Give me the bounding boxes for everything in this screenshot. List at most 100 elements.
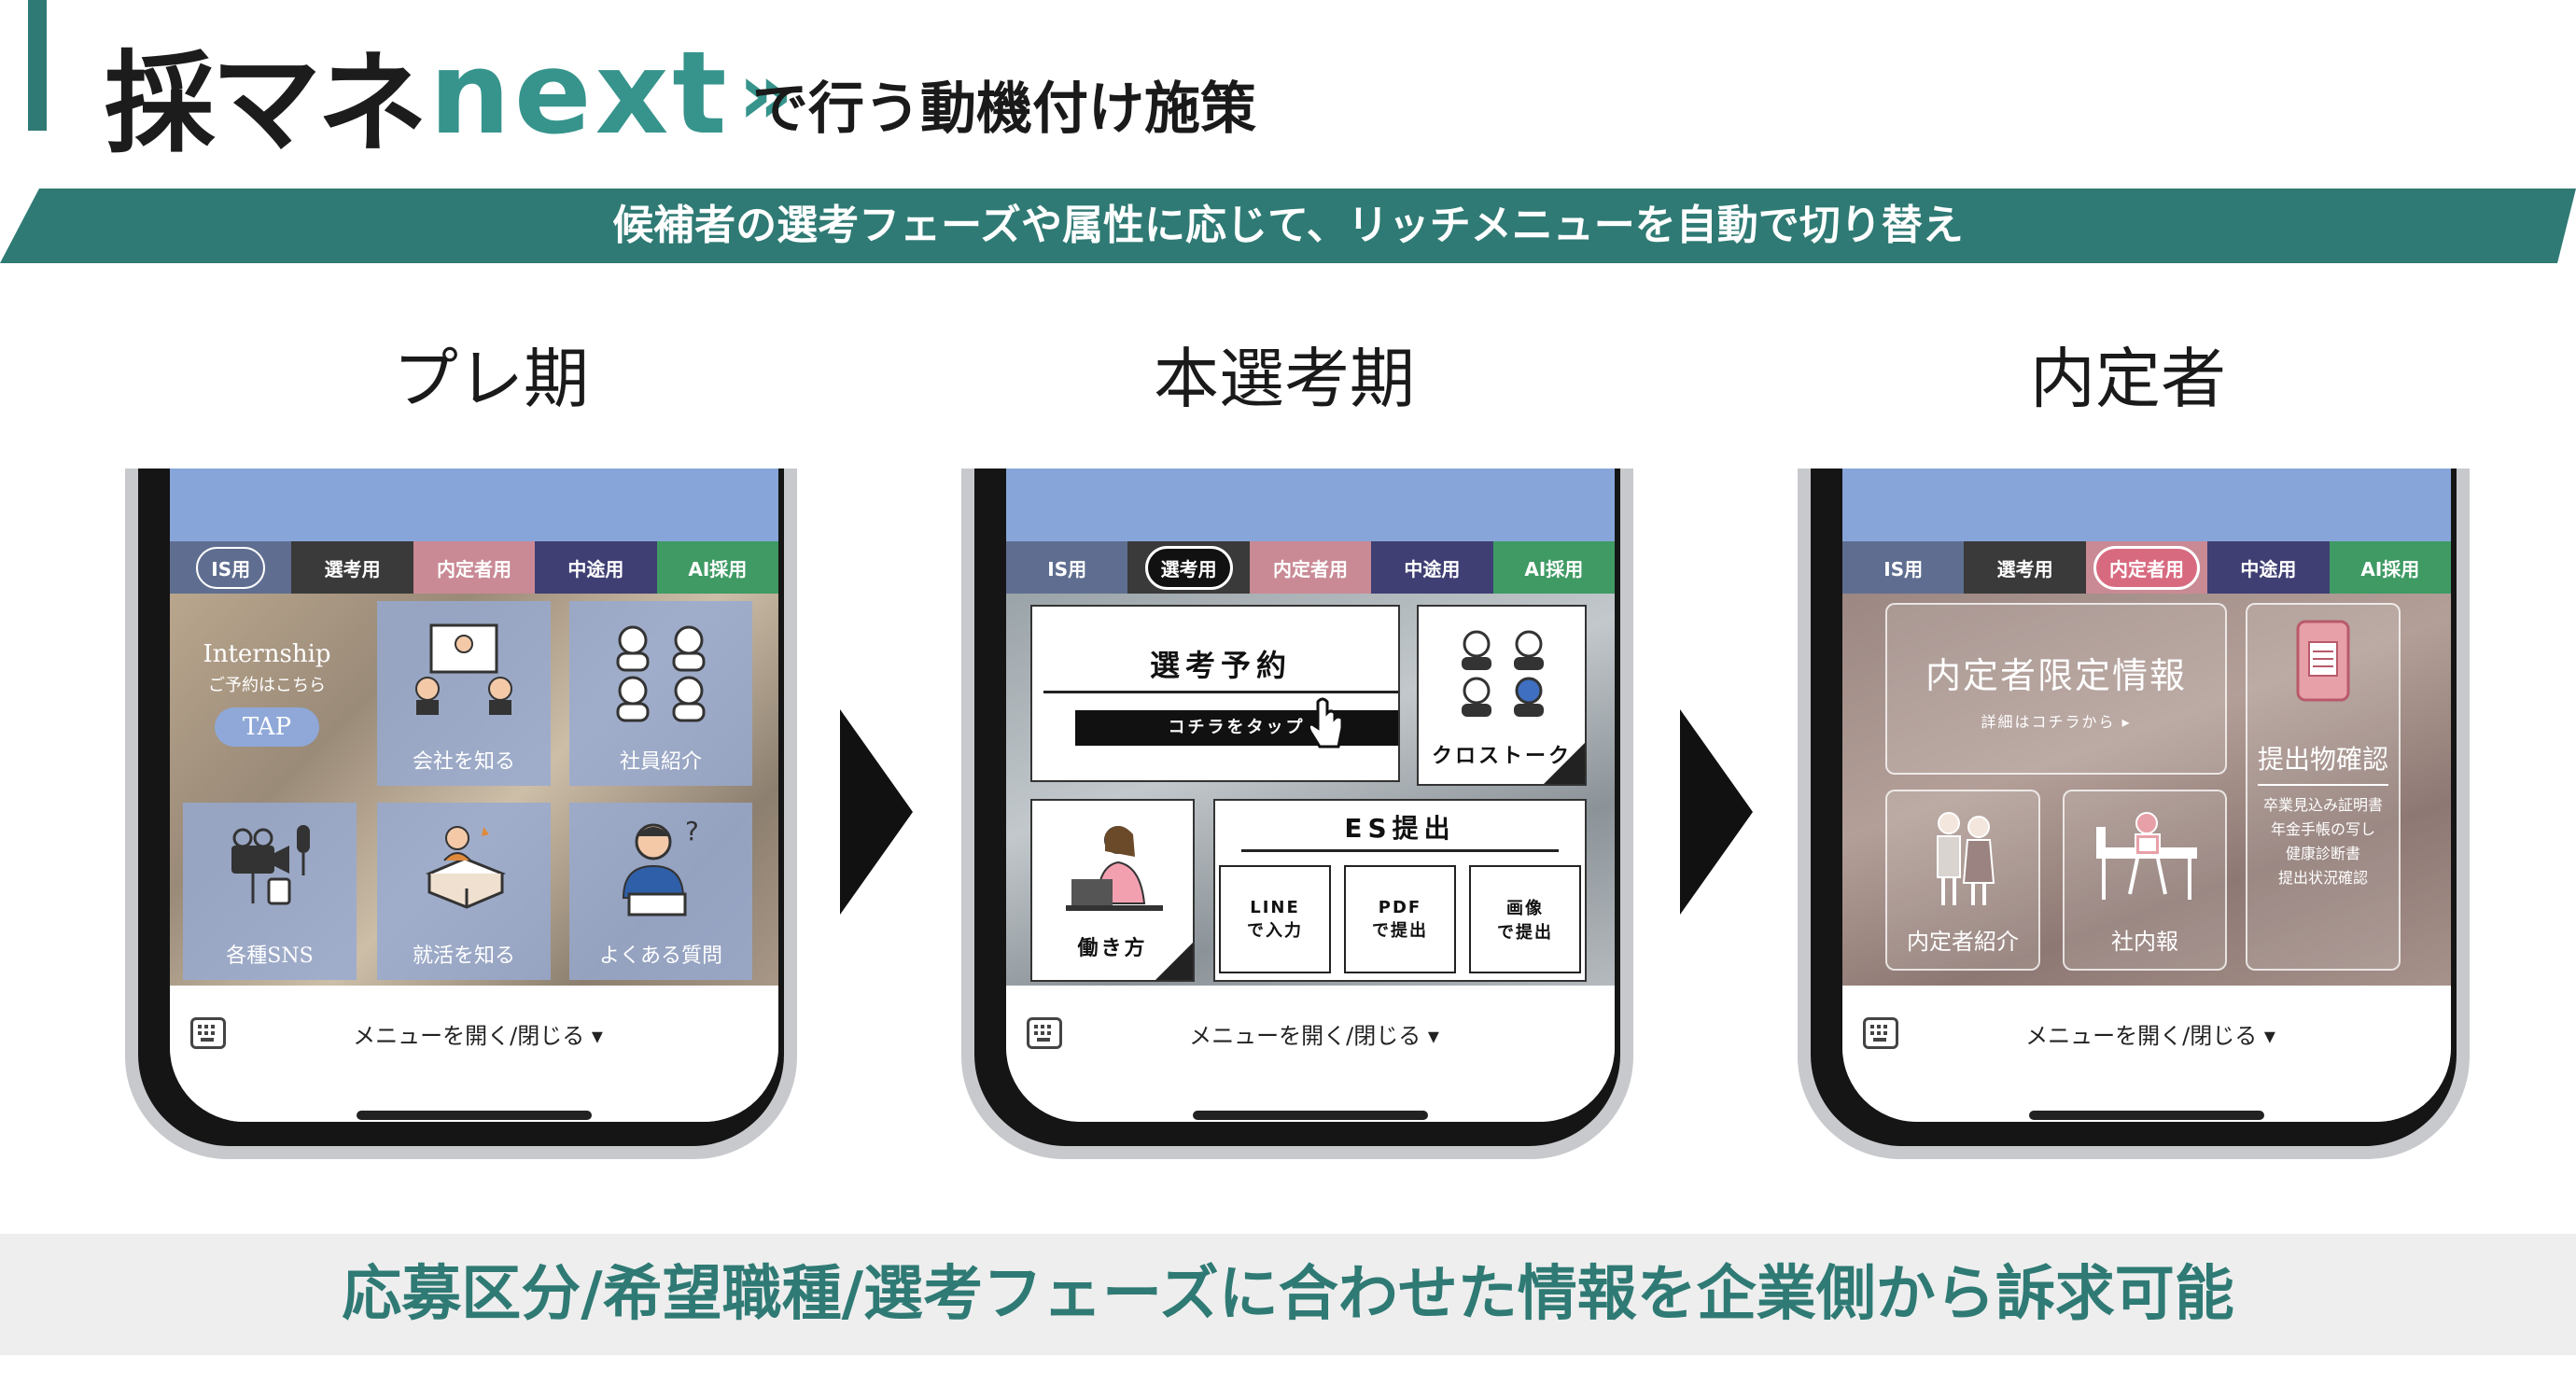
menu-toggle-label[interactable]: メニューを開く/閉じる ▾ bbox=[2025, 1023, 2275, 1049]
submissions-button[interactable]: 提出物確認 卒業見込み証明書 年金手帳の写し 健康診断書 提出状況確認 bbox=[2246, 603, 2401, 971]
faq-button[interactable]: ? よくある質問 bbox=[569, 803, 752, 980]
internship-button[interactable]: Internship ご予約はこちら TAP bbox=[174, 597, 360, 790]
tab-midcareer[interactable]: 中途用 bbox=[2207, 541, 2330, 594]
sub-item: 健康診断書 bbox=[2285, 845, 2360, 862]
tab-offer[interactable]: 内定者用 bbox=[2085, 541, 2208, 594]
tab-midcareer[interactable]: 中途用 bbox=[1371, 541, 1493, 594]
jobhunt-button[interactable]: 就活を知る bbox=[377, 803, 551, 980]
menu-toggle-label[interactable]: メニューを開く/閉じる ▾ bbox=[1189, 1023, 1439, 1049]
reading-on-bench-icon bbox=[2096, 812, 2197, 900]
keyboard-icon[interactable] bbox=[1863, 1017, 1898, 1049]
check-corner bbox=[1155, 943, 1193, 980]
stage-label-main: 本選考期 bbox=[1154, 341, 1415, 417]
tab-is[interactable]: IS用 bbox=[1842, 541, 1965, 594]
menu-toggle-bar[interactable]: メニューを開く/閉じる ▾ bbox=[1006, 986, 1615, 1122]
es-image-button[interactable]: 画像で提出 bbox=[1469, 865, 1581, 973]
tab-is[interactable]: IS用 bbox=[1006, 541, 1128, 594]
screen-header bbox=[170, 469, 778, 541]
reserve-text: ご予約はこちら bbox=[208, 676, 326, 695]
tab-offer[interactable]: 内定者用 bbox=[413, 541, 536, 594]
header-accent-bar bbox=[28, 0, 47, 131]
internship-text: Internship bbox=[203, 640, 331, 668]
tab-selection[interactable]: 選考用 bbox=[1964, 541, 2086, 594]
phone-screen: IS用 選考用 内定者用 中途用 AI採用 Internship ご予約はこちら… bbox=[170, 469, 778, 1122]
tab-selection[interactable]: 選考用 bbox=[291, 541, 413, 594]
staff-button[interactable]: 社員紹介 bbox=[569, 601, 752, 786]
es-title: ES提出 bbox=[1241, 808, 1559, 852]
tap-here-bar: コチラをタップ bbox=[1075, 709, 1398, 746]
home-indicator bbox=[357, 1111, 592, 1120]
menu-tabs: IS用 選考用 内定者用 中途用 AI採用 bbox=[1842, 541, 2451, 594]
sub-item: 提出状況確認 bbox=[2277, 869, 2368, 887]
limited-info-button[interactable]: 内定者限定情報 詳細はコチラから ▸ bbox=[1885, 603, 2227, 775]
four-people-icon bbox=[1462, 630, 1544, 717]
books-reading-icon bbox=[426, 826, 506, 909]
logo: 採マネ next » bbox=[105, 27, 793, 168]
reservation-title: 選考予約 bbox=[1043, 642, 1398, 693]
keyboard-icon[interactable] bbox=[1027, 1017, 1062, 1049]
company-button[interactable]: 会社を知る bbox=[377, 601, 551, 786]
thinking-person-icon: ? bbox=[622, 816, 699, 916]
tab-midcareer[interactable]: 中途用 bbox=[535, 541, 657, 594]
arrow-right-icon bbox=[1680, 709, 1753, 915]
tab-ai[interactable]: AI採用 bbox=[2329, 541, 2451, 594]
newsletter-button[interactable]: 社内報 bbox=[2063, 790, 2227, 971]
banner-text: 候補者の選考フェーズや属性に応じて、リッチメニューを自動で切り替え bbox=[612, 202, 1964, 249]
pointing-hand-icon bbox=[1307, 697, 1344, 748]
workstyle-button[interactable]: 働き方 bbox=[1030, 799, 1195, 982]
intro-button[interactable]: 内定者紹介 bbox=[1885, 790, 2040, 971]
sns-button[interactable]: 各種SNS bbox=[183, 803, 357, 980]
screen-header bbox=[1006, 469, 1615, 541]
sub-item: 卒業見込み証明書 bbox=[2262, 796, 2383, 814]
tab-ai[interactable]: AI採用 bbox=[1492, 541, 1615, 594]
logo-next: next bbox=[429, 27, 731, 160]
rich-menu: 内定者限定情報 詳細はコチラから ▸ 提出物確認 卒業見込み証明書 年金手帳の写… bbox=[1842, 594, 2451, 986]
stage-label-offer: 内定者 bbox=[2030, 341, 2226, 417]
sub-item: 年金手帳の写し bbox=[2270, 820, 2375, 838]
limited-info-title: 内定者限定情報 bbox=[1925, 654, 2187, 696]
phone-offer: IS用 選考用 内定者用 中途用 AI採用 内定者限定情報 詳細はコチラから ▸ bbox=[1798, 469, 2470, 1159]
menu-toggle-bar[interactable]: メニューを開く/閉じる ▾ bbox=[170, 986, 778, 1122]
tab-offer[interactable]: 内定者用 bbox=[1249, 541, 1372, 594]
phone-main: IS用 選考用 内定者用 中途用 AI採用 選考予約 コチラをタップ bbox=[961, 469, 1633, 1159]
menu-tabs: IS用 選考用 内定者用 中途用 AI採用 bbox=[1006, 541, 1615, 594]
svg-text:?: ? bbox=[685, 816, 699, 846]
reservation-button[interactable]: 選考予約 コチラをタップ bbox=[1030, 605, 1400, 782]
logo-kanji: 採マネ bbox=[105, 38, 427, 168]
phone-pre: IS用 選考用 内定者用 中途用 AI採用 Internship ご予約はこちら… bbox=[125, 469, 797, 1159]
staff-people-icon bbox=[616, 625, 706, 722]
phone-bezel: IS用 選考用 内定者用 中途用 AI採用 内定者限定情報 詳細はコチラから ▸ bbox=[1811, 469, 2457, 1146]
home-indicator bbox=[1193, 1111, 1428, 1120]
phone-bezel: IS用 選考用 内定者用 中途用 AI採用 選考予約 コチラをタップ bbox=[974, 469, 1620, 1146]
keyboard-icon[interactable] bbox=[190, 1017, 226, 1049]
footer-text: 応募区分/希望職種/選考フェーズに合わせた情報を企業側から訴求可能 bbox=[342, 1260, 2234, 1329]
menu-tabs: IS用 選考用 内定者用 中途用 AI採用 bbox=[170, 541, 778, 594]
rich-menu: Internship ご予約はこちら TAP 会社を知る bbox=[170, 594, 778, 986]
menu-toggle-bar[interactable]: メニューを開く/閉じる ▾ bbox=[1842, 986, 2451, 1122]
couple-icon bbox=[1937, 812, 1995, 905]
camera-icon bbox=[231, 825, 310, 905]
phone-screen: IS用 選考用 内定者用 中途用 AI採用 選考予約 コチラをタップ bbox=[1006, 469, 1615, 1122]
rich-menu: 選考予約 コチラをタップ bbox=[1006, 594, 1615, 986]
online-meeting-icon bbox=[415, 623, 512, 715]
home-indicator bbox=[2029, 1111, 2264, 1120]
tab-ai[interactable]: AI採用 bbox=[656, 541, 778, 594]
crosstalk-button[interactable]: クロストーク bbox=[1417, 605, 1587, 786]
tap-badge: TAP bbox=[214, 707, 320, 747]
arrow-right-icon bbox=[840, 709, 913, 915]
tab-is[interactable]: IS用 bbox=[170, 541, 292, 594]
footer-band bbox=[0, 1234, 2576, 1355]
page-title: で行う動機付け施策 bbox=[752, 77, 1256, 142]
phone-bezel: IS用 選考用 内定者用 中途用 AI採用 Internship ご予約はこちら… bbox=[138, 469, 784, 1146]
smartphone-document-icon bbox=[2296, 620, 2350, 702]
submissions-title: 提出物確認 bbox=[2258, 739, 2388, 786]
tab-selection[interactable]: 選考用 bbox=[1127, 541, 1250, 594]
menu-toggle-label[interactable]: メニューを開く/閉じる ▾ bbox=[353, 1023, 603, 1049]
check-corner bbox=[1544, 743, 1585, 784]
laptop-worker-icon bbox=[1066, 826, 1163, 911]
phone-screen: IS用 選考用 内定者用 中途用 AI採用 内定者限定情報 詳細はコチラから ▸ bbox=[1842, 469, 2451, 1122]
